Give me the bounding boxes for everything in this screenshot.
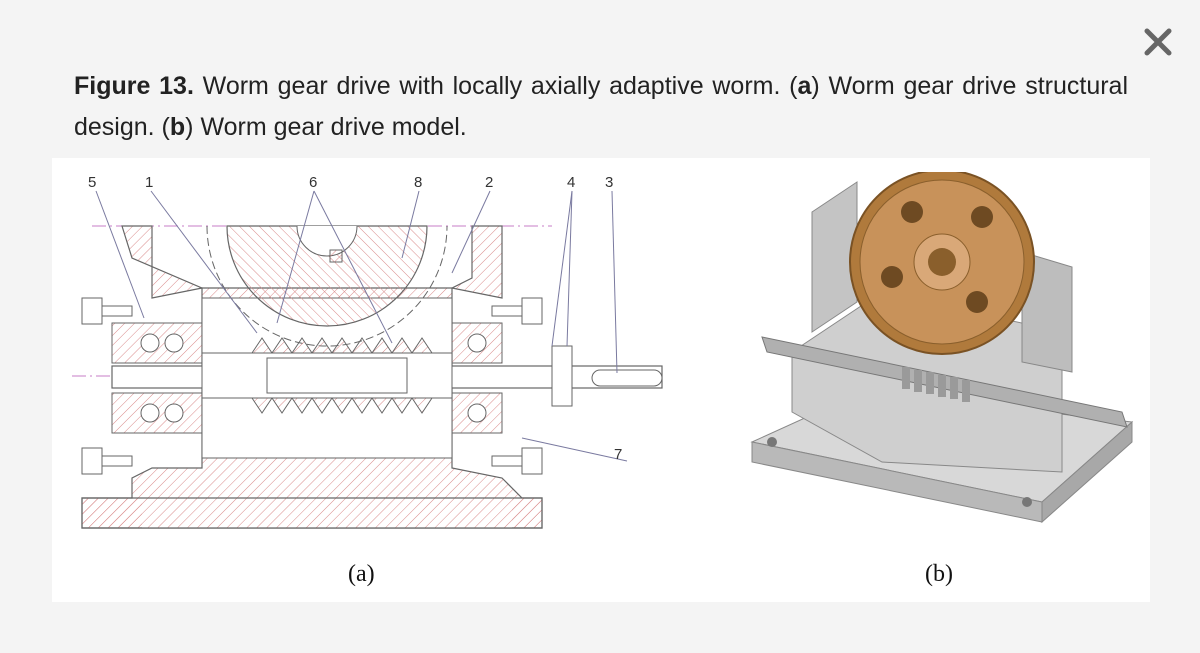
- callout-4: 4: [567, 174, 576, 191]
- callout-7: 7: [614, 446, 623, 463]
- callout-6: 6: [309, 174, 318, 191]
- figure-panel: 5 1 6 8 2 4 3 7 (a) (b): [52, 158, 1150, 602]
- figure-label: Figure 13.: [74, 72, 194, 100]
- structural-design-drawing: [72, 190, 663, 529]
- callout-3: 3: [605, 174, 614, 191]
- callout-5: 5: [88, 174, 97, 191]
- subfigure-label-b: (b): [925, 561, 953, 587]
- callout-8: 8: [414, 174, 423, 191]
- subfigure-label-a: (a): [348, 561, 375, 587]
- close-icon[interactable]: [1140, 24, 1176, 60]
- callout-1: 1: [145, 174, 154, 191]
- figure-caption: Figure 13. Worm gear drive with locally …: [74, 72, 1129, 141]
- callout-2: 2: [485, 174, 494, 191]
- gear-drive-model-illustration: [750, 172, 1134, 524]
